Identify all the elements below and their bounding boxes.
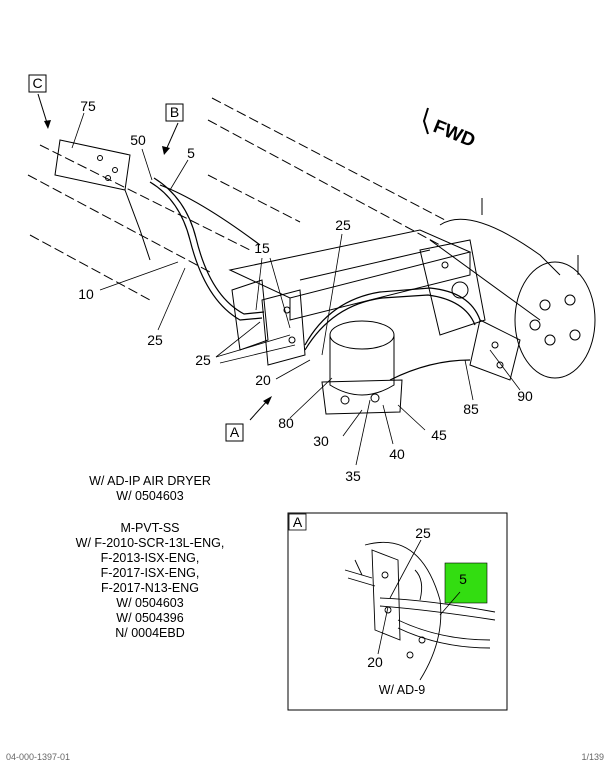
footer-right: 1/139 (581, 752, 604, 762)
note-line: F-2017-ISX-ENG, (100, 566, 200, 580)
svg-text:B: B (170, 104, 179, 120)
footer-left: 04-000-1397-01 (6, 752, 71, 762)
detail-callout-20: 20 (367, 654, 383, 670)
air-dryer (321, 320, 403, 415)
callout-25-top: 25 (335, 217, 351, 233)
detail-a-view: A 25 20 5 W/ AD-9 (287, 512, 508, 711)
detail-a-drawing (344, 541, 496, 681)
mounting-bracket (231, 279, 306, 366)
detail-highlight-box (444, 562, 488, 604)
note-line: F-2013-ISX-ENG, (100, 551, 200, 565)
view-label-a: A (225, 396, 272, 442)
note-line: F-2017-N13-ENG (101, 581, 199, 595)
callout-40: 40 (389, 446, 405, 462)
callout-50: 50 (130, 132, 146, 148)
callout-25-group: 25 (195, 352, 211, 368)
view-label-c: C (28, 74, 51, 129)
detail-callout-5: 5 (459, 571, 467, 587)
callout-10: 10 (78, 286, 94, 302)
air-lines (149, 177, 481, 381)
forward-indicator: FWD (422, 107, 478, 152)
detail-caption: W/ AD-9 (379, 683, 426, 697)
frame-rail (27, 97, 446, 301)
callout-35: 35 (345, 468, 361, 484)
detail-a-label-box (288, 513, 307, 531)
callout-15: 15 (254, 240, 270, 256)
note-line: W/ AD-IP AIR DRYER (89, 474, 211, 488)
callouts: 75 50 5 25 15 10 25 25 20 80 30 35 40 45… (78, 98, 533, 484)
front-plate (54, 139, 151, 261)
detail-callout-25: 25 (415, 525, 431, 541)
callout-30: 30 (313, 433, 329, 449)
svg-text:A: A (230, 424, 240, 440)
fwd-label: FWD (430, 116, 478, 152)
callout-90: 90 (517, 388, 533, 404)
leader-lines (71, 112, 521, 466)
air-tank (429, 198, 596, 379)
note-line: N/ 0004EBD (115, 626, 185, 640)
callout-5: 5 (187, 145, 195, 161)
note-line: W/ F-2010-SCR-13L-ENG, (75, 536, 225, 550)
callout-45: 45 (431, 427, 447, 443)
callout-75: 75 (80, 98, 96, 114)
note-line: M-PVT-SS (120, 521, 180, 535)
note-line: W/ 0504396 (116, 611, 184, 625)
note-line: W/ 0504603 (116, 489, 184, 503)
callout-25-left: 25 (147, 332, 163, 348)
callout-80: 80 (278, 415, 294, 431)
svg-text:C: C (32, 75, 42, 91)
air-dryer-note: W/ AD-IP AIR DRYER W/ 0504603 (60, 474, 240, 504)
view-label-b: B (162, 103, 184, 155)
tank-bracket (419, 239, 521, 381)
callout-85: 85 (463, 401, 479, 417)
callout-20: 20 (255, 372, 271, 388)
note-line: W/ 0504603 (116, 596, 184, 610)
conditions-note: M-PVT-SS W/ F-2010-SCR-13L-ENG, F-2013-I… (50, 521, 250, 641)
detail-a-label: A (293, 514, 303, 530)
